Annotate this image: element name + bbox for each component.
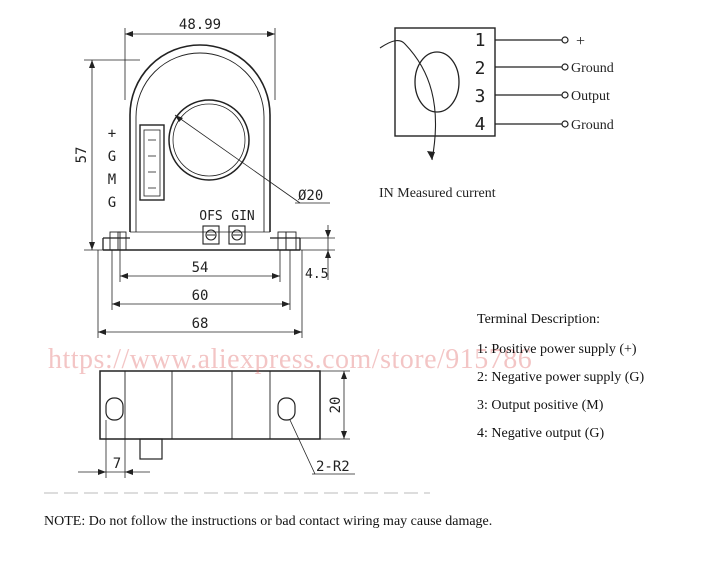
terminal-item-3: 3: Output positive (M) [477,398,604,413]
dim-tab-label: 4.5 [305,267,328,282]
schematic-pin-4: 4 [475,114,486,135]
dim-hole-label: Ø20 [298,188,323,204]
pot-gin-label: GIN [231,209,254,224]
dim-width-label: 48.99 [179,17,221,33]
side-dim-offset-label: 7 [113,456,121,472]
wiring-schematic [379,27,569,161]
schematic-pin-1: 1 [475,30,486,51]
dim-mid-label: 60 [192,288,209,304]
schematic-pin-3: 3 [475,86,486,107]
warning-note: NOTE: Do not follow the instructions or … [44,514,493,529]
pin-label-4: G [108,195,116,211]
body-outline [129,44,271,232]
schematic-signal-3: Output [571,89,610,104]
schematic-pin-2: 2 [475,58,486,79]
side-view [44,370,430,494]
schematic-signal-1: + [576,33,585,50]
pin-label-1: + [108,126,116,142]
pot-ofs-label: OFS [199,209,222,224]
schematic-signal-2: Ground [571,61,614,76]
side-dim-holes-label: 2-R2 [316,459,350,475]
top-view [84,28,335,338]
dim-inner-label: 54 [192,260,209,276]
schematic-caption: IN Measured current [379,186,496,201]
terminal-item-2: 2: Negative power supply (G) [477,370,645,385]
side-dim-height-label: 20 [328,397,344,414]
center-hole [168,99,250,181]
dim-height-label: 57 [74,147,90,164]
pin-connector [139,124,165,201]
terminal-description-title: Terminal Description: [477,312,601,327]
terminal-item-1: 1: Positive power supply (+) [477,342,637,357]
terminal-item-4: 4: Negative output (G) [477,426,605,441]
pin-label-3: M [108,172,116,188]
pin-label-2: G [108,149,116,165]
schematic-signal-4: Ground [571,118,614,133]
dim-outer-label: 68 [192,316,209,332]
watermark: https://www.aliexpress.com/store/915786 [48,344,533,375]
